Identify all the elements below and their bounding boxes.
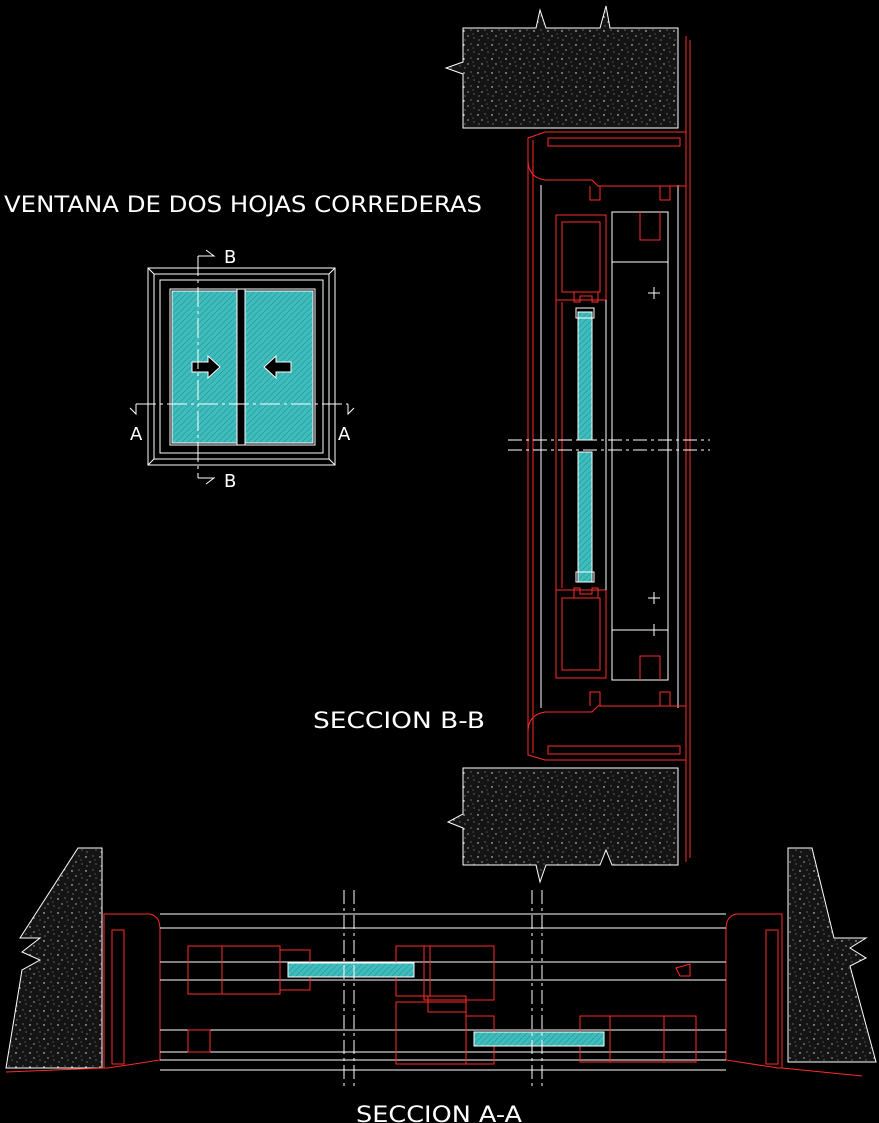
cut-label-b-bottom: B xyxy=(224,471,236,492)
cut-label-b-top: B xyxy=(224,247,236,268)
section-aa-frame xyxy=(5,890,863,1090)
cut-label-a-right: A xyxy=(338,424,351,445)
cut-label-a-left: A xyxy=(130,424,143,445)
window-elevation xyxy=(129,249,355,485)
drawing-title: VENTANA DE DOS HOJAS CORREDERAS xyxy=(4,193,482,218)
masonry-left xyxy=(5,847,103,1069)
masonry-bottom xyxy=(446,767,679,884)
arrow-left-icon xyxy=(263,354,292,380)
masonry-top xyxy=(444,5,679,129)
section-aa-label: SECCION A-A xyxy=(356,1103,522,1123)
arrow-right-icon xyxy=(191,354,221,380)
masonry-right xyxy=(787,847,877,1063)
section-bb-frame xyxy=(508,36,710,862)
section-bb-label: SECCION B-B xyxy=(313,709,485,734)
